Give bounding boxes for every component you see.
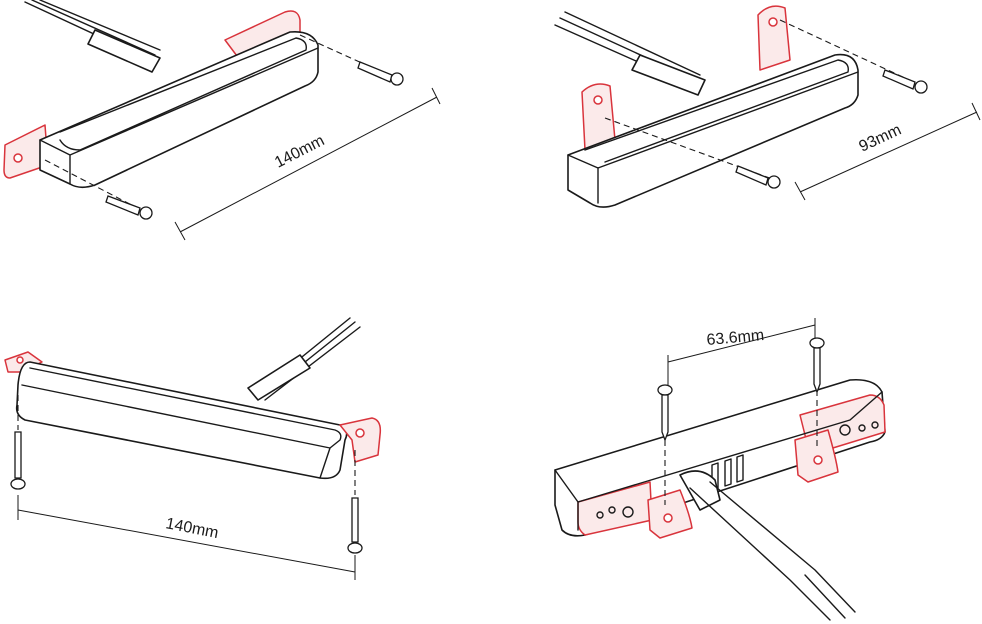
cable <box>24 0 161 73</box>
screw-icon <box>10 431 26 490</box>
dimension-label: 93mm <box>857 121 904 155</box>
light-bar <box>567 53 859 208</box>
screw-icon <box>357 61 404 86</box>
bracket-left <box>581 83 616 151</box>
dimension-label: 140mm <box>272 132 327 171</box>
cable <box>554 11 706 96</box>
dimension-label: 63.6mm <box>706 327 765 349</box>
panel-bottom-right: 63.6mm <box>554 318 886 621</box>
light-bar <box>15 361 348 480</box>
bracket-right <box>757 5 791 71</box>
panel-top-right: 93mm <box>554 5 981 208</box>
screw-icon <box>657 384 673 442</box>
screw-icon <box>809 337 825 394</box>
led-indicators <box>596 421 879 519</box>
screw-icon <box>735 165 781 189</box>
cable <box>679 470 856 621</box>
bracket-right <box>339 417 382 463</box>
screw-icon <box>347 497 363 554</box>
cable <box>247 317 361 401</box>
panel-top-left: 140mm <box>3 0 441 241</box>
screw-icon <box>882 69 928 94</box>
screw-icon <box>105 195 153 220</box>
bracket-left <box>3 124 49 179</box>
panel-bottom-left: 140mm <box>4 317 382 580</box>
light-bar <box>39 30 319 189</box>
